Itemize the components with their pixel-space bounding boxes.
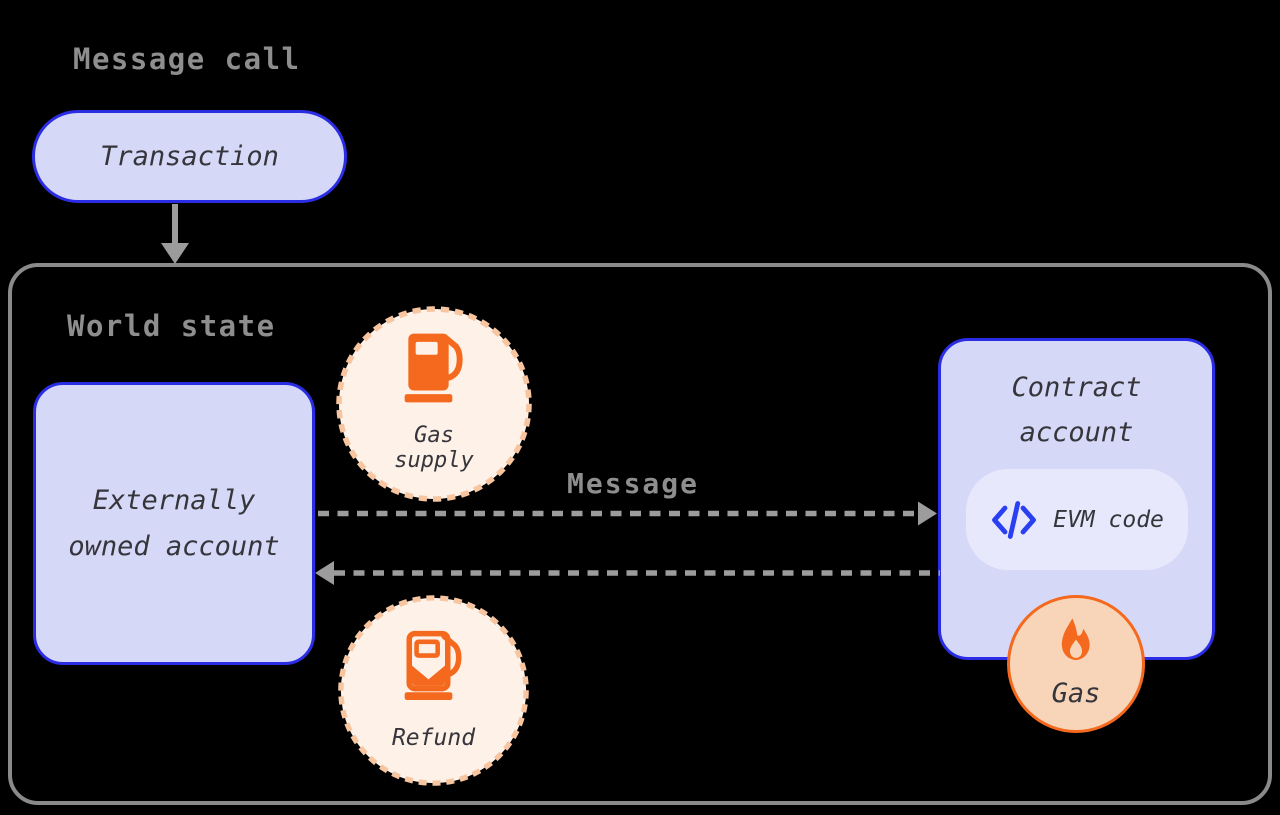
gas-supply-label-line2: supply (394, 448, 474, 473)
contract-account-label: Contract account (941, 341, 1212, 455)
dashed-ring (336, 306, 532, 502)
code-icon (992, 500, 1037, 539)
world-state-label: World state (67, 309, 276, 343)
diagram-title: Message call (73, 42, 301, 76)
eoa-label-line1: Externally (92, 484, 256, 516)
transaction-arrow-down-icon (161, 204, 189, 264)
refund-label: Refund (391, 725, 476, 751)
refund-badge: Refund (336, 593, 531, 788)
gas-pump-refund-icon (404, 630, 462, 701)
contract-label-line2: account (1019, 417, 1134, 448)
eoa-label-line2: owned account (68, 530, 280, 562)
transaction-label: Transaction (100, 141, 279, 172)
gas-supply-label-line1: Gas (414, 423, 454, 448)
message-flow-label: Message (566, 467, 700, 500)
evm-code-chip: EVM code (966, 469, 1188, 570)
gas-pump-icon (404, 333, 463, 403)
transaction-node: Transaction (32, 110, 347, 203)
eoa-label: Externally owned account (68, 478, 279, 570)
world-state-box: World state Externally owned account Gas… (8, 263, 1272, 805)
evm-code-label: EVM code (1053, 506, 1164, 533)
flame-icon (1061, 618, 1090, 661)
gas-supply-badge: Gas supply (334, 304, 534, 504)
gas-supply-label: Gas supply (394, 423, 473, 473)
externally-owned-account-node: Externally owned account (33, 382, 315, 665)
gas-label: Gas (1051, 678, 1101, 709)
contract-label-line1: Contract (1011, 372, 1142, 403)
gas-badge: Gas (1007, 595, 1145, 733)
